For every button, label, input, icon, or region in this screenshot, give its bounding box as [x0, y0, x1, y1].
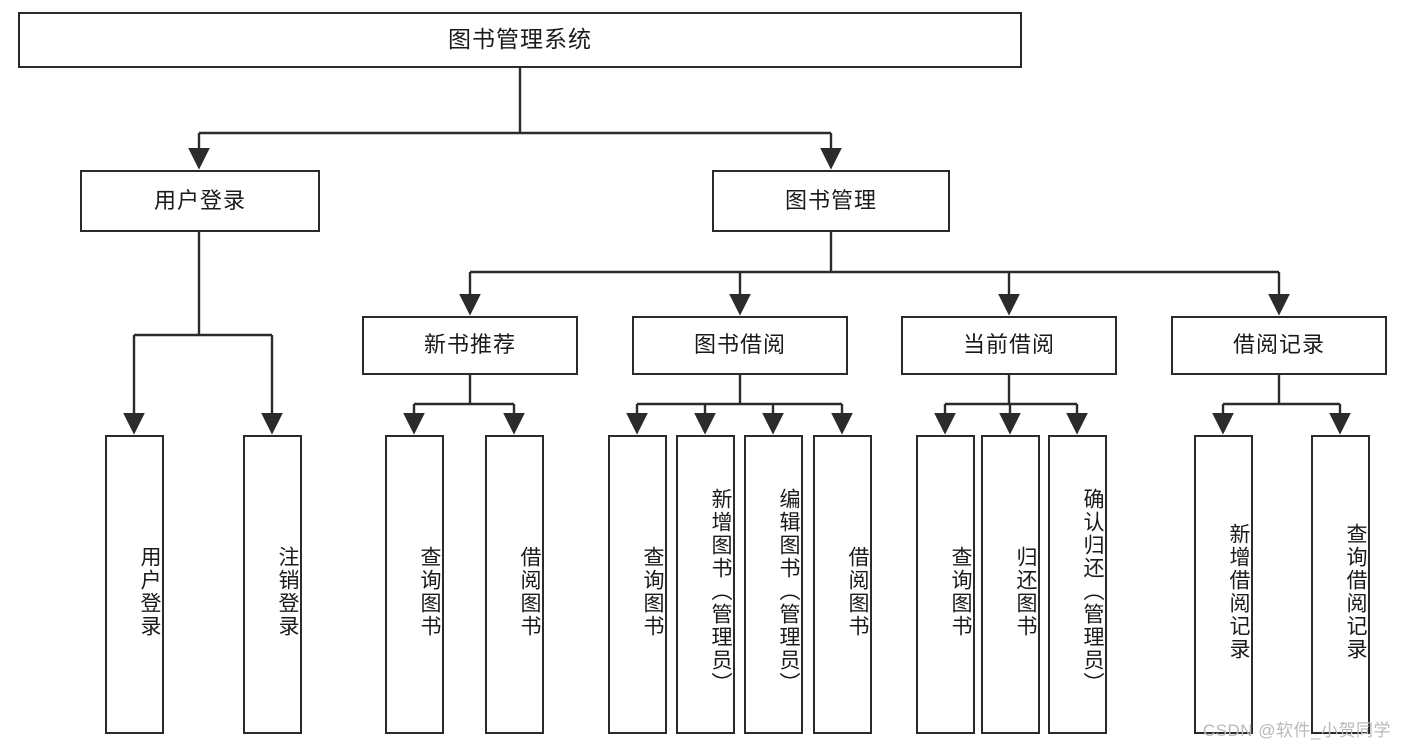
leaf-borrow-book-1[interactable]: 借阅图书: [485, 435, 544, 734]
leaf-user-login[interactable]: 用户登录: [105, 435, 164, 734]
node-label: 查询图书: [949, 545, 972, 638]
node-label: 注销登录: [276, 545, 299, 638]
node-label: 借阅图书: [518, 545, 541, 638]
leaf-query-book-3[interactable]: 查询图书: [916, 435, 975, 734]
connector-currentborrow-to-leaves: [934, 375, 1088, 435]
connector-borrowrecord-to-leaves: [1212, 375, 1351, 435]
node-label: 借阅图书: [846, 545, 869, 638]
node-label: 新增借阅记录: [1227, 522, 1250, 661]
node-user-login[interactable]: 用户登录: [80, 170, 320, 232]
leaf-edit-book[interactable]: 编辑图书（管理员）: [744, 435, 803, 734]
connector-newbook-to-leaves: [403, 375, 525, 435]
node-label: 当前借阅: [962, 332, 1055, 358]
connector-userlogin-to-leaves: [123, 232, 283, 435]
connector-root-to-level2: [188, 68, 842, 170]
node-label: 用户登录: [153, 187, 246, 213]
connector-bookmgmt-to-level3: [459, 232, 1290, 316]
leaf-query-record[interactable]: 查询借阅记录: [1311, 435, 1370, 734]
node-label: 确认归还（管理员）: [1081, 488, 1104, 695]
node-book-borrow[interactable]: 图书借阅: [632, 316, 848, 375]
leaf-query-book-2[interactable]: 查询图书: [608, 435, 667, 734]
node-label: 新增图书（管理员）: [709, 488, 732, 695]
node-borrow-record[interactable]: 借阅记录: [1171, 316, 1387, 375]
node-label: 查询图书: [418, 545, 441, 638]
node-label: 借阅记录: [1232, 332, 1325, 358]
node-label: 查询图书: [641, 545, 664, 638]
node-root-system[interactable]: 图书管理系统: [18, 12, 1022, 68]
node-label: 新书推荐: [423, 332, 516, 358]
node-label: 用户登录: [138, 545, 161, 638]
leaf-add-record[interactable]: 新增借阅记录: [1194, 435, 1253, 734]
leaf-logout[interactable]: 注销登录: [243, 435, 302, 734]
node-label: 图书管理: [784, 187, 877, 213]
leaf-query-book-1[interactable]: 查询图书: [385, 435, 444, 734]
watermark: CSDN @软件_小贺同学: [1202, 721, 1391, 740]
connector-bookborrow-to-leaves: [626, 375, 853, 435]
node-label: 图书管理系统: [448, 26, 592, 53]
leaf-add-book[interactable]: 新增图书（管理员）: [676, 435, 735, 734]
node-current-borrow[interactable]: 当前借阅: [901, 316, 1117, 375]
node-book-management[interactable]: 图书管理: [712, 170, 950, 232]
leaf-return-book[interactable]: 归还图书: [981, 435, 1040, 734]
node-label: 归还图书: [1014, 545, 1037, 638]
leaf-borrow-book-2[interactable]: 借阅图书: [813, 435, 872, 734]
node-label: 图书借阅: [693, 332, 786, 358]
leaf-confirm-return[interactable]: 确认归还（管理员）: [1048, 435, 1107, 734]
node-new-book-recommend[interactable]: 新书推荐: [362, 316, 578, 375]
node-label: 编辑图书（管理员）: [777, 488, 800, 695]
node-label: 查询借阅记录: [1344, 522, 1367, 661]
